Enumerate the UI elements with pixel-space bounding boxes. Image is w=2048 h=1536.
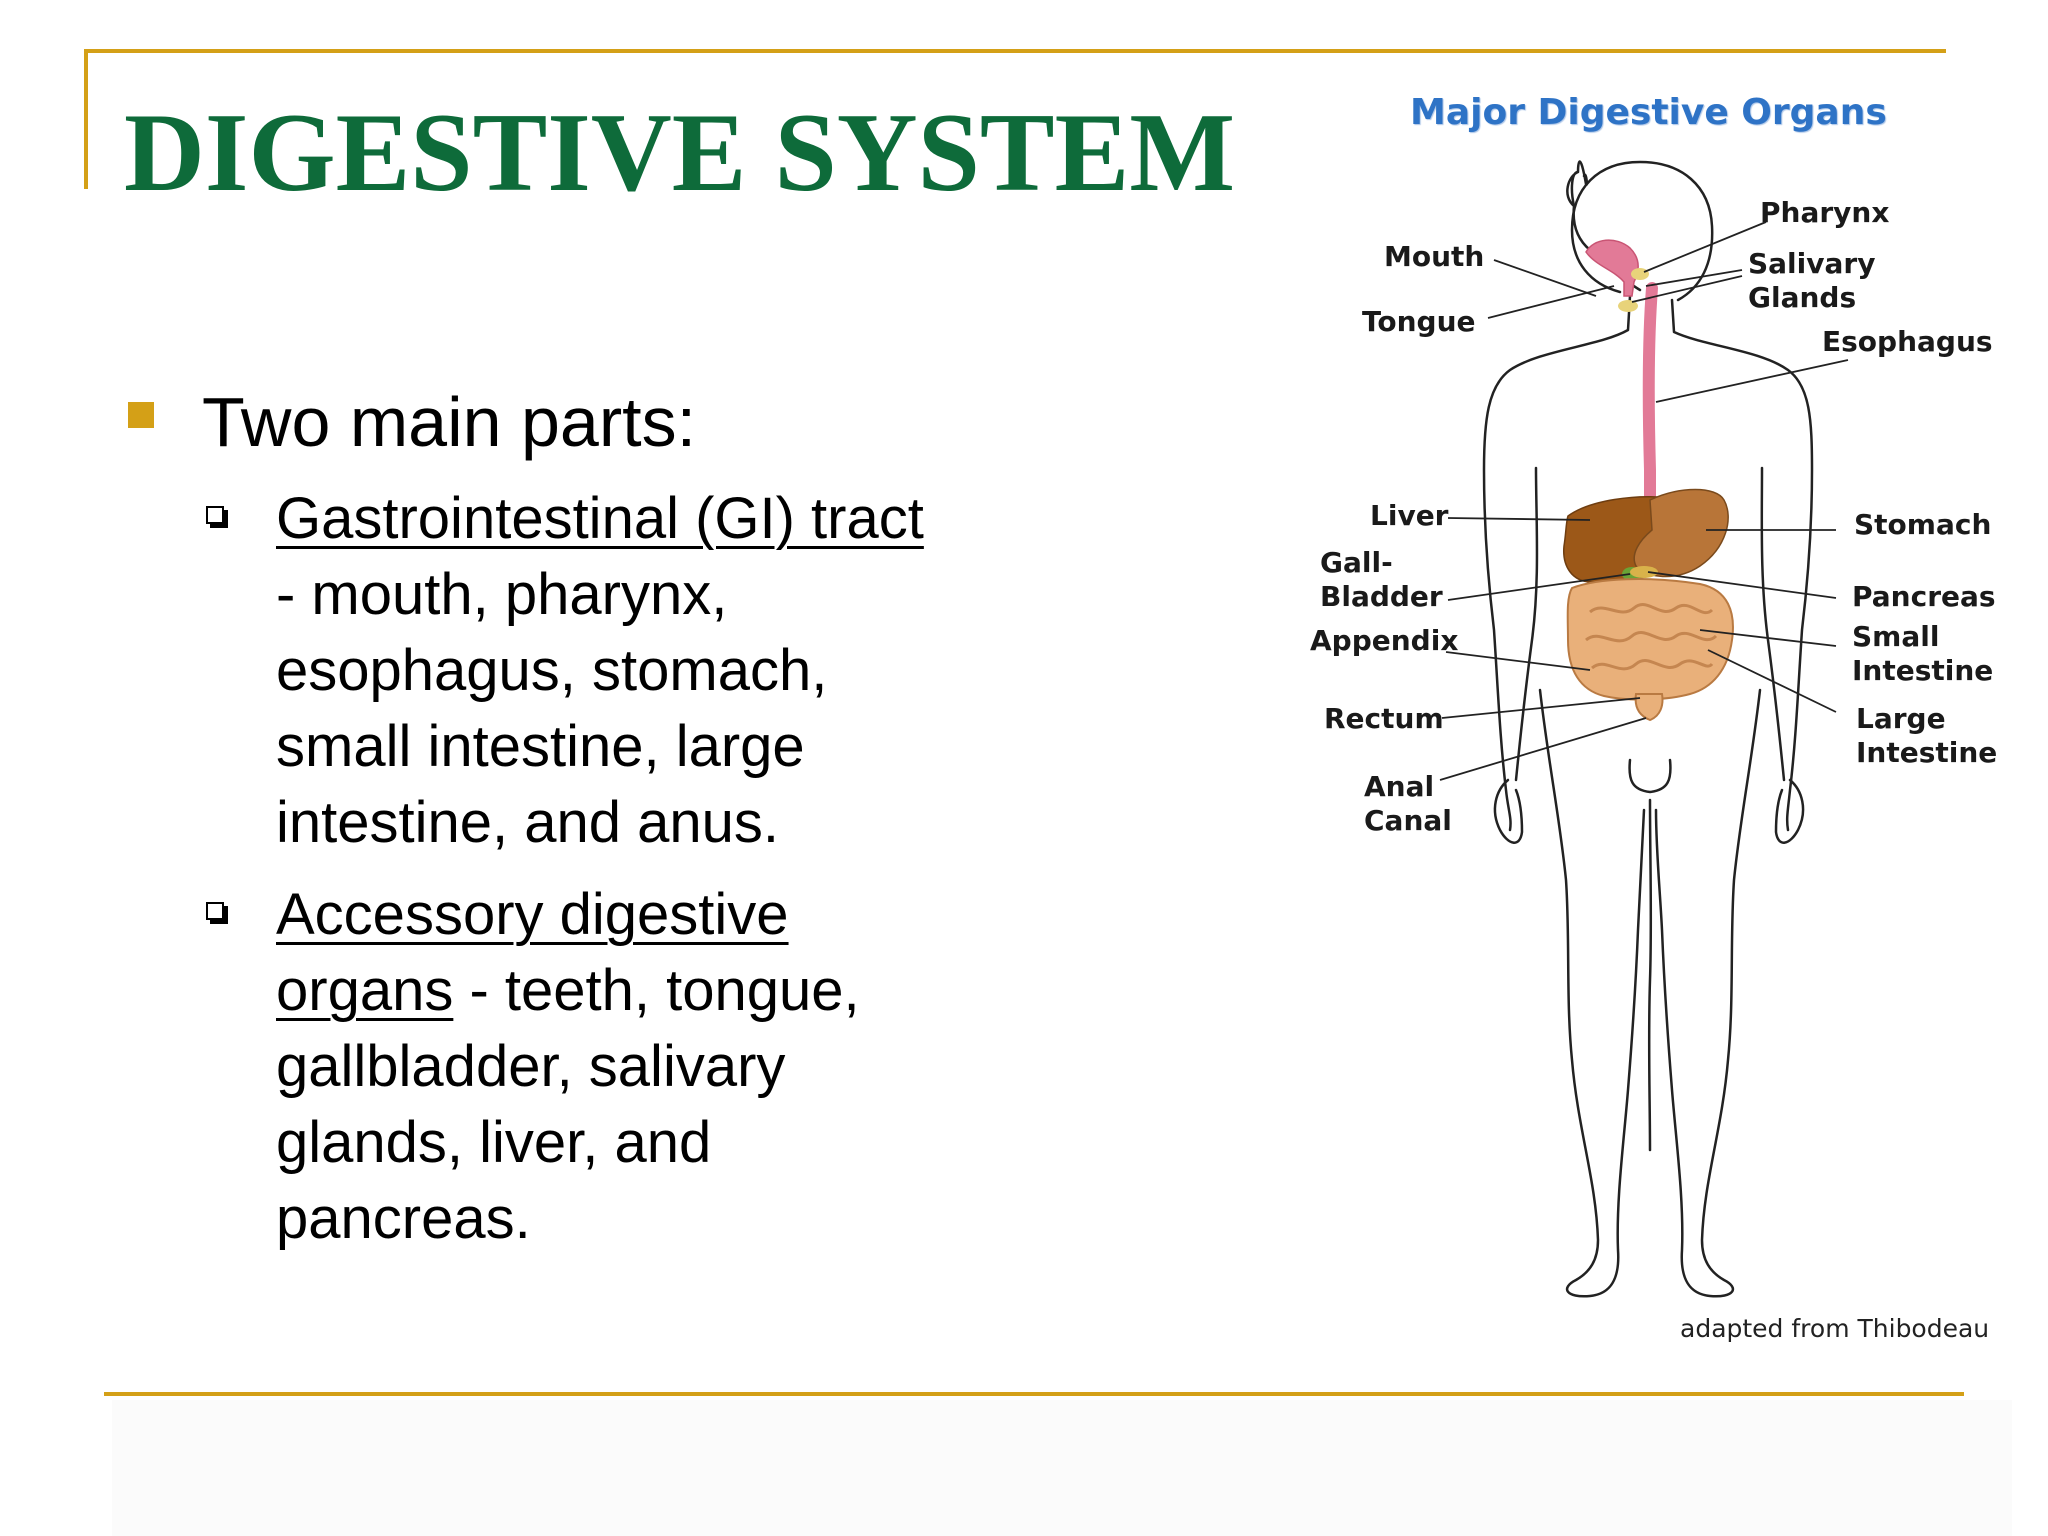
sub-item-term: Gastrointestinal (GI) tract bbox=[276, 486, 924, 551]
pharynx-shape bbox=[1585, 239, 1639, 297]
sub-item-desc-line: esophagus, stomach, bbox=[276, 638, 828, 703]
leader-line bbox=[1645, 269, 1743, 287]
leader-line bbox=[1655, 359, 1849, 403]
bottom-band bbox=[112, 1400, 2012, 1536]
stomach-shape bbox=[1633, 488, 1729, 578]
sub-item-desc-line: intestine, and anus. bbox=[276, 790, 780, 855]
small-intestine-coils bbox=[1589, 603, 1714, 614]
small-intestine-coils bbox=[1585, 631, 1718, 643]
leader-line bbox=[1493, 259, 1597, 297]
leader-line bbox=[1447, 517, 1591, 521]
body-leg-outline bbox=[1538, 688, 1646, 1298]
label-small-intestine-2: Intestine bbox=[1852, 654, 1994, 687]
body-arm-outline bbox=[1514, 466, 1539, 782]
salivary-gland-shape bbox=[1618, 300, 1638, 312]
frame-bottom-rule bbox=[104, 1392, 1964, 1396]
leader-line bbox=[1447, 573, 1631, 601]
label-liver: Liver bbox=[1370, 499, 1449, 532]
main-bullet-text: Two main parts: bbox=[202, 383, 697, 461]
label-esophagus: Esophagus bbox=[1822, 325, 1993, 358]
label-salivary-glands-2: Glands bbox=[1748, 281, 1857, 314]
label-anal-canal-2: Canal bbox=[1364, 804, 1452, 837]
pancreas-shape bbox=[1630, 566, 1658, 578]
esophagus-shape bbox=[1642, 282, 1658, 506]
sub-item-desc-line: small intestine, large bbox=[276, 714, 805, 779]
sub-item-desc-line: pancreas. bbox=[276, 1186, 531, 1251]
body-arm-outline bbox=[1760, 466, 1786, 782]
leader-lines bbox=[1439, 221, 1849, 781]
sub-item-desc-line: glands, liver, and bbox=[276, 1110, 712, 1175]
frame-top-rule bbox=[84, 49, 1946, 53]
body-hand-outline bbox=[1774, 778, 1805, 844]
sub-item-desc-line: - mouth, pharynx, bbox=[276, 562, 728, 627]
body-hand-outline bbox=[1493, 778, 1524, 844]
label-appendix: Appendix bbox=[1310, 624, 1459, 657]
sub-item-term: Accessory digestive bbox=[276, 882, 789, 947]
leader-line bbox=[1643, 221, 1767, 273]
leader-line bbox=[1631, 275, 1743, 303]
rectum-shape bbox=[1634, 693, 1664, 722]
label-stomach: Stomach bbox=[1854, 508, 1992, 541]
body-groin-outline bbox=[1628, 758, 1672, 794]
salivary-gland-shape bbox=[1631, 268, 1649, 280]
sub-item-desc: - teeth, tongue, bbox=[453, 958, 860, 1023]
sub-bullet-box bbox=[206, 506, 224, 524]
body-inner-leg bbox=[1647, 798, 1653, 1152]
label-salivary-glands-1: Salivary bbox=[1748, 247, 1876, 280]
frame-left-rule bbox=[84, 49, 88, 189]
label-rectum: Rectum bbox=[1324, 702, 1444, 735]
leader-line bbox=[1699, 629, 1837, 647]
leader-line bbox=[1439, 717, 1647, 781]
sub-item-desc-line: gallbladder, salivary bbox=[276, 1034, 786, 1099]
label-small-intestine-1: Small bbox=[1852, 620, 1940, 653]
sub-bullet-box bbox=[206, 902, 224, 920]
sub-item-accessory-organs: Accessory digestive organs - teeth, tong… bbox=[276, 877, 860, 1257]
small-intestine-coils bbox=[1591, 659, 1714, 671]
leader-line bbox=[1487, 285, 1615, 319]
label-anal-canal-1: Anal bbox=[1364, 770, 1435, 803]
label-gall-bladder-1: Gall- bbox=[1320, 546, 1393, 579]
leader-line bbox=[1707, 649, 1837, 713]
label-pancreas: Pancreas bbox=[1852, 580, 1996, 613]
bullet-square bbox=[128, 402, 154, 428]
label-large-intestine-1: Large bbox=[1856, 702, 1946, 735]
sub-item-gi-tract: Gastrointestinal (GI) tract - mouth, pha… bbox=[276, 481, 924, 861]
sub-item-term: organs bbox=[276, 958, 454, 1023]
label-tongue: Tongue bbox=[1362, 305, 1476, 338]
figure-credit: adapted from Thibodeau bbox=[1680, 1314, 1990, 1343]
label-large-intestine-2: Intestine bbox=[1856, 736, 1998, 769]
label-gall-bladder-2: Bladder bbox=[1320, 580, 1443, 613]
label-mouth: Mouth bbox=[1384, 240, 1485, 273]
leader-line bbox=[1445, 651, 1591, 671]
leader-line bbox=[1441, 697, 1641, 719]
leader-line bbox=[1647, 571, 1837, 599]
body-torso-outline bbox=[1482, 294, 1632, 832]
slide-title: DIGESTIVE SYSTEM bbox=[124, 91, 1236, 215]
figure-title: Major Digestive Organs bbox=[1410, 92, 1887, 133]
body-head-outline bbox=[1570, 160, 1714, 302]
body-torso-outline bbox=[1670, 298, 1814, 832]
body-leg-outline bbox=[1654, 688, 1762, 1298]
label-pharynx: Pharynx bbox=[1760, 196, 1890, 229]
